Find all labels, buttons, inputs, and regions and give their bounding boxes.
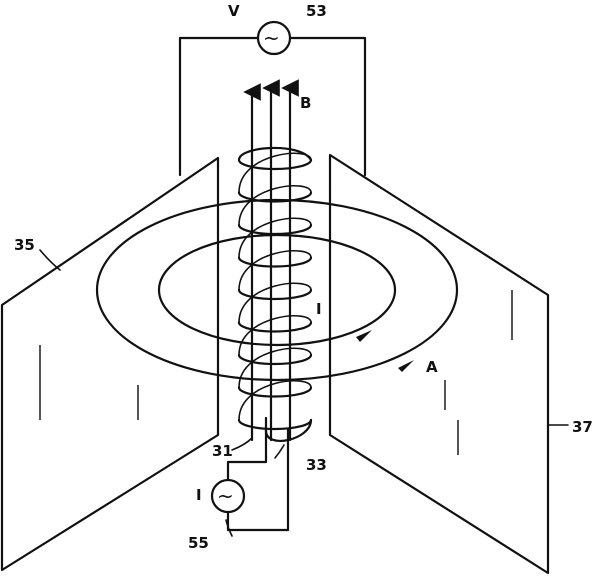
coil-turn-back: [238, 380, 312, 421]
voltage-source-label: V: [228, 2, 240, 20]
right-plate-ref: 37: [572, 418, 593, 436]
voltage-ac-glyph: ~: [263, 26, 280, 50]
coil-turn-front: [237, 288, 313, 301]
coil-turn-back: [238, 315, 312, 356]
coil-turn-front: [237, 158, 313, 171]
coil-turn-back: [238, 217, 312, 259]
current-ac-glyph: ~: [217, 484, 234, 508]
voltage-source-symbol: [256, 20, 292, 56]
plate-hatching: [39, 290, 513, 455]
coil: [237, 146, 313, 442]
left-plate: [0, 156, 220, 572]
coil-turn-front: [237, 386, 313, 398]
field-b-label: B: [300, 94, 311, 112]
field-a-label: A: [426, 358, 438, 376]
coil-turn-front: [237, 191, 313, 203]
coil-turn-back: [238, 185, 312, 226]
current-i-label: I: [316, 300, 322, 318]
coil-turn-back: [238, 347, 312, 389]
coil-top-loop: [237, 146, 313, 162]
lead-ref: 33: [306, 456, 327, 474]
right-plate: [328, 153, 550, 575]
current-source-label: I: [196, 486, 202, 504]
coil-turn-front: [237, 223, 313, 236]
current-source-symbol: [210, 478, 246, 514]
coil-turn-back: [238, 250, 312, 291]
field-arrow-outer: [398, 360, 414, 372]
left-plate-ref: 35: [14, 236, 35, 254]
coil-turn-front: [237, 353, 313, 366]
leader-lines: [39, 249, 569, 537]
coil-ref: 31: [212, 442, 233, 460]
coil-turn-back: [238, 282, 312, 324]
voltage-circuit: ~: [178, 20, 367, 177]
field-arrow-inner: [356, 330, 372, 342]
coil-turn-front: [237, 256, 313, 268]
current-circuit: ~: [210, 416, 290, 532]
field-loop-outer: [95, 198, 459, 382]
coil-turn-front: [237, 418, 313, 431]
coil-turn-front: [237, 321, 313, 333]
voltage-source-ref: 53: [306, 2, 327, 20]
current-source-ref: 55: [188, 534, 209, 552]
field-lines-b: [243, 79, 299, 442]
